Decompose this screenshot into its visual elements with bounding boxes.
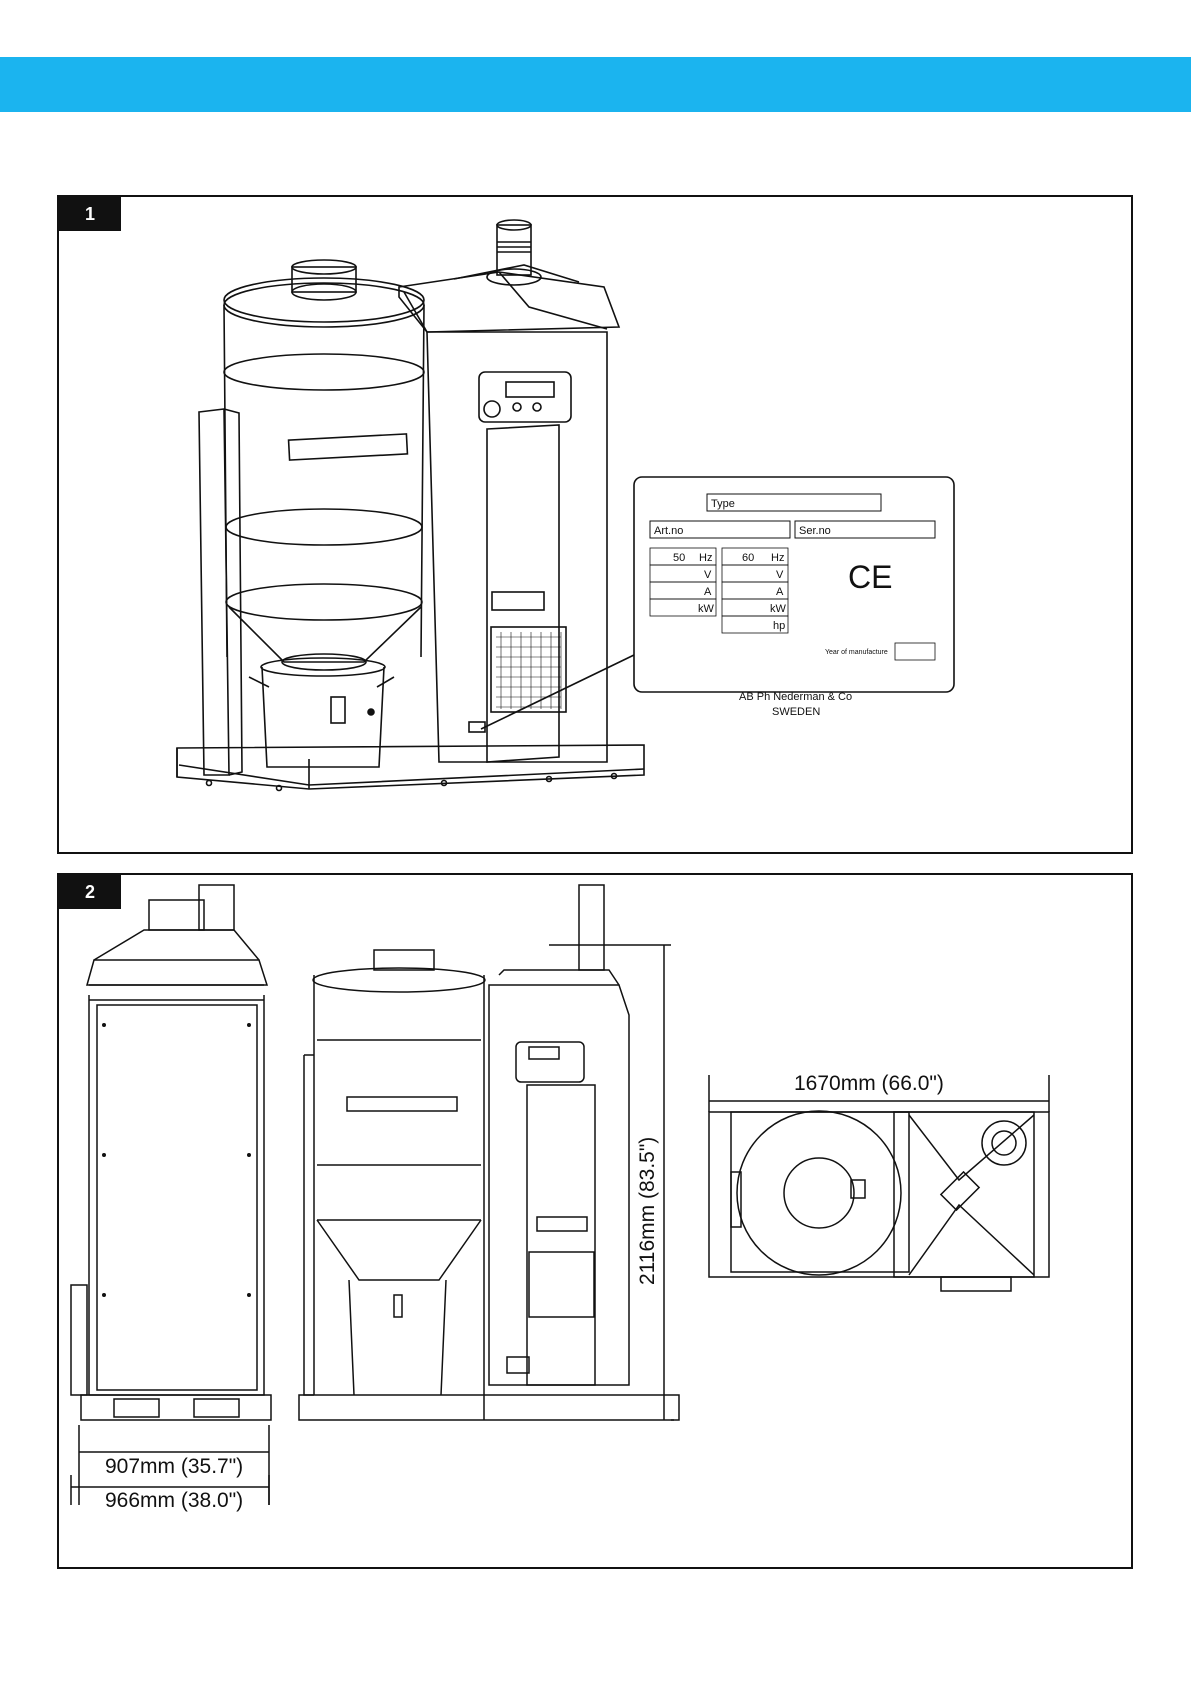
- front-view: [299, 885, 679, 1420]
- machine-base: [177, 745, 644, 789]
- plate-60-hz: Hz: [771, 552, 784, 564]
- header-bar: [0, 57, 1191, 112]
- plate-artno-label: Art.no: [654, 525, 683, 537]
- plate-50-a: A: [704, 586, 712, 598]
- plate-type-label: Type: [711, 498, 735, 510]
- rating-plate: Type Art.no Ser.no 50 Hz V A kW 60 Hz V …: [634, 477, 954, 718]
- dim-width-outer: 966mm (38.0"): [105, 1489, 243, 1512]
- side-view: [71, 885, 271, 1420]
- ce-mark: CE: [848, 559, 892, 595]
- dim-height: 2116mm (83.5"): [636, 1137, 659, 1285]
- dim-width-inner: 907mm (35.7"): [105, 1455, 243, 1478]
- plate-maker-line1: AB Ph Nederman & Co: [739, 691, 852, 703]
- plate-50-v: V: [704, 569, 712, 581]
- callout-line: [481, 655, 634, 729]
- plate-60-a: A: [776, 586, 784, 598]
- figure-2-drawing: 907mm (35.7") 966mm (38.0") 1670mm (66.0…: [59, 875, 1135, 1571]
- vent-grille: [491, 627, 566, 712]
- collector-cylinder: [224, 305, 424, 657]
- left-frame-post: [199, 409, 229, 775]
- top-view: [709, 1111, 1049, 1291]
- plate-serno-label: Ser.no: [799, 525, 831, 537]
- figure-1-drawing: Type Art.no Ser.no 50 Hz V A kW 60 Hz V …: [59, 197, 1135, 856]
- plate-50-kw: kW: [698, 603, 715, 615]
- figure-1-panel: 1: [57, 195, 1133, 854]
- dust-bin: [262, 667, 384, 767]
- plate-60-v: V: [776, 569, 784, 581]
- figure-2-panel: 2: [57, 873, 1133, 1569]
- plate-50-hz: Hz: [699, 552, 712, 564]
- plate-60-freq: 60: [742, 552, 754, 564]
- plate-60-hp: hp: [773, 620, 785, 632]
- dim-length: 1670mm (66.0"): [794, 1072, 944, 1095]
- plate-year-label: Year of manufacture: [825, 649, 888, 656]
- plate-50-freq: 50: [673, 552, 685, 564]
- plate-maker-line2: SWEDEN: [772, 706, 820, 718]
- plate-60-kw: kW: [770, 603, 787, 615]
